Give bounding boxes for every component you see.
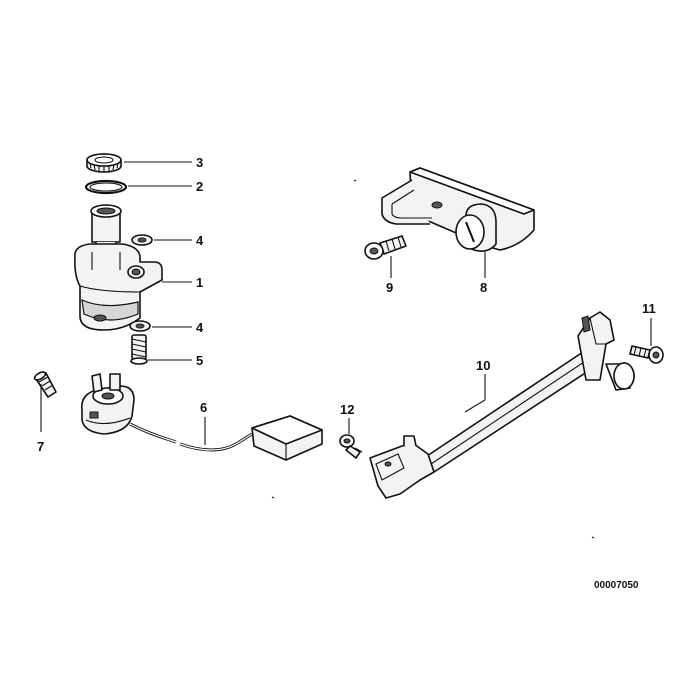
leader-lines <box>40 161 652 453</box>
callout-9: 9 <box>386 280 393 295</box>
part-5-spring <box>130 334 148 365</box>
part-2-o-ring <box>84 179 128 195</box>
part-8-lock-bracket <box>381 167 535 252</box>
callout-4-lower: 4 <box>196 320 204 335</box>
stray-marks <box>271 179 595 539</box>
callout-12: 12 <box>340 402 354 417</box>
callout-8: 8 <box>480 280 487 295</box>
part-4-washer-upper <box>131 234 153 246</box>
callout-2: 2 <box>196 179 203 194</box>
part-7-screw <box>33 371 57 398</box>
callout-6: 6 <box>200 400 207 415</box>
callout-3: 3 <box>196 155 203 170</box>
part-12-screw <box>339 434 361 459</box>
part-10-lever-rod <box>369 311 635 499</box>
part-4-washer-lower <box>129 320 151 332</box>
callout-4-upper: 4 <box>196 233 204 248</box>
callout-5: 5 <box>196 353 203 368</box>
part-6-switch-cable-connector <box>80 373 323 461</box>
callout-10: 10 <box>476 358 490 373</box>
part-3-knurled-cap <box>86 153 122 173</box>
part-11-screw <box>629 345 664 364</box>
callout-labels: 3 2 4 1 4 5 6 7 9 8 10 11 12 <box>37 155 656 454</box>
drawing-code: 00007050 <box>594 580 639 591</box>
callout-11: 11 <box>642 301 656 316</box>
callout-7: 7 <box>37 439 44 454</box>
part-1-lock-housing <box>74 204 163 331</box>
part-9-bolt <box>364 235 407 260</box>
callout-1: 1 <box>196 275 203 290</box>
